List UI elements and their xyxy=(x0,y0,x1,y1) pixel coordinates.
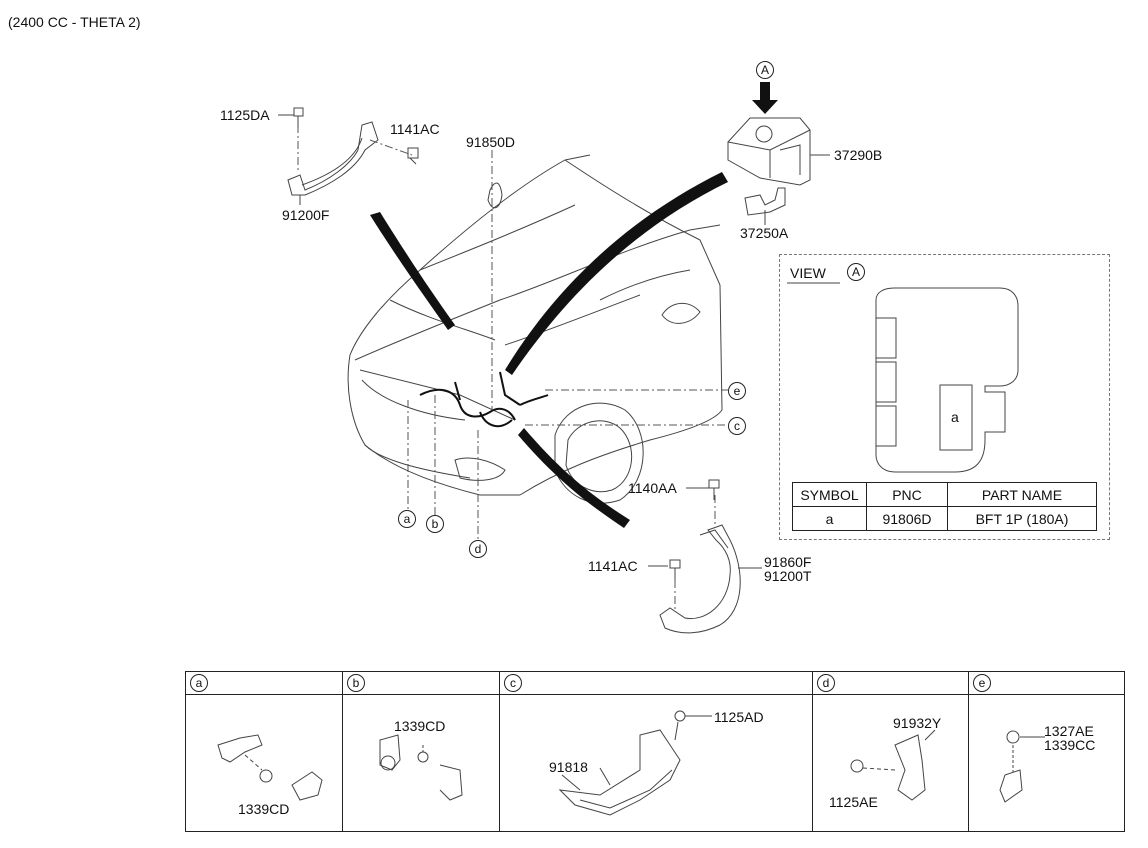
cable-91860f xyxy=(659,524,741,634)
callout-91850d: 91850D xyxy=(466,134,516,150)
panel-e-marker: e xyxy=(973,674,991,692)
fuse-box-37290b xyxy=(727,117,811,186)
marker-e: e xyxy=(728,382,746,400)
panel-divider xyxy=(812,671,813,832)
bolt-1141ac-low xyxy=(669,559,681,580)
panel-divider xyxy=(342,671,343,832)
bolt-1140aa xyxy=(708,479,720,500)
callout-1140aa: 1140AA xyxy=(628,480,677,496)
panel-b-marker: b xyxy=(347,674,365,692)
callout-1125da: 1125DA xyxy=(220,107,270,123)
callout-91200f: 91200F xyxy=(282,207,330,223)
panel-d-parts xyxy=(850,729,936,801)
marker-b: b xyxy=(426,515,444,533)
panel-b-parts xyxy=(379,734,463,801)
panel-divider xyxy=(968,671,969,832)
panel-e-parts xyxy=(999,730,1045,803)
callout-1141ac-low: 1141AC xyxy=(588,558,638,574)
panel-a-label: 1339CD xyxy=(238,801,290,817)
view-a-box xyxy=(779,254,1110,540)
symbol-table-header: SYMBOL PNC PART NAME xyxy=(792,482,1097,507)
callout-37290b: 37290B xyxy=(834,147,883,163)
view-arrow xyxy=(752,82,778,114)
view-a-fuse-outline xyxy=(875,287,1019,473)
view-label: VIEW xyxy=(790,265,826,281)
part-name-col-header: PART NAME xyxy=(947,482,1097,507)
marker-a: a xyxy=(398,510,416,528)
bolt-1125da xyxy=(293,107,304,128)
panel-a-marker: a xyxy=(190,674,208,692)
symbol-cell: a xyxy=(792,506,867,531)
detail-panels xyxy=(185,671,1125,832)
engine-note: (2400 CC - THETA 2) xyxy=(8,14,141,30)
panel-c-parts xyxy=(558,710,712,816)
part-name-cell: BFT 1P (180A) xyxy=(947,506,1097,531)
bolt-1141ac-top xyxy=(407,147,419,165)
callout-91860f: 91860F xyxy=(764,554,812,570)
marker-d: d xyxy=(469,540,487,558)
pnc-col-header: PNC xyxy=(866,482,948,507)
panel-d-label-1125ae: 1125AE xyxy=(829,794,878,810)
panel-e-label-1327ae: 1327AE xyxy=(1044,723,1094,739)
wiring-harness xyxy=(419,371,549,428)
symbol-table: SYMBOL PNC PART NAME a 91806D BFT 1P (18… xyxy=(792,482,1097,531)
callout-91200t: 91200T xyxy=(764,568,812,584)
callout-leaders xyxy=(278,114,830,791)
marker-c: c xyxy=(728,417,746,435)
panel-c-label-91818: 91818 xyxy=(549,759,588,775)
panel-d-marker: d xyxy=(817,674,835,692)
leader-wedges xyxy=(370,172,728,528)
panel-header-divider xyxy=(185,694,1125,695)
table-row: a 91806D BFT 1P (180A) xyxy=(792,506,1097,531)
panel-a-parts xyxy=(217,734,323,801)
panel-e-label-1339cc: 1339CC xyxy=(1044,737,1096,753)
view-arrow-marker: A xyxy=(756,61,774,79)
panel-c-marker: c xyxy=(504,674,522,692)
pnc-cell: 91806D xyxy=(866,506,948,531)
vehicle-outline xyxy=(347,154,723,504)
symbol-col-header: SYMBOL xyxy=(792,482,867,507)
callout-37250a: 37250A xyxy=(740,225,789,241)
callout-1141ac-top: 1141AC xyxy=(390,121,440,137)
leader-lines xyxy=(297,125,728,610)
fuse-slot-symbol: a xyxy=(951,409,959,425)
terminal-37250a xyxy=(744,187,786,216)
panel-divider xyxy=(499,671,500,832)
panel-c-label-1125ad: 1125AD xyxy=(714,709,764,725)
view-marker: A xyxy=(847,263,865,281)
panel-b-label: 1339CD xyxy=(394,718,446,734)
panel-d-label-91932y: 91932Y xyxy=(893,715,942,731)
cable-91200f xyxy=(287,121,379,196)
